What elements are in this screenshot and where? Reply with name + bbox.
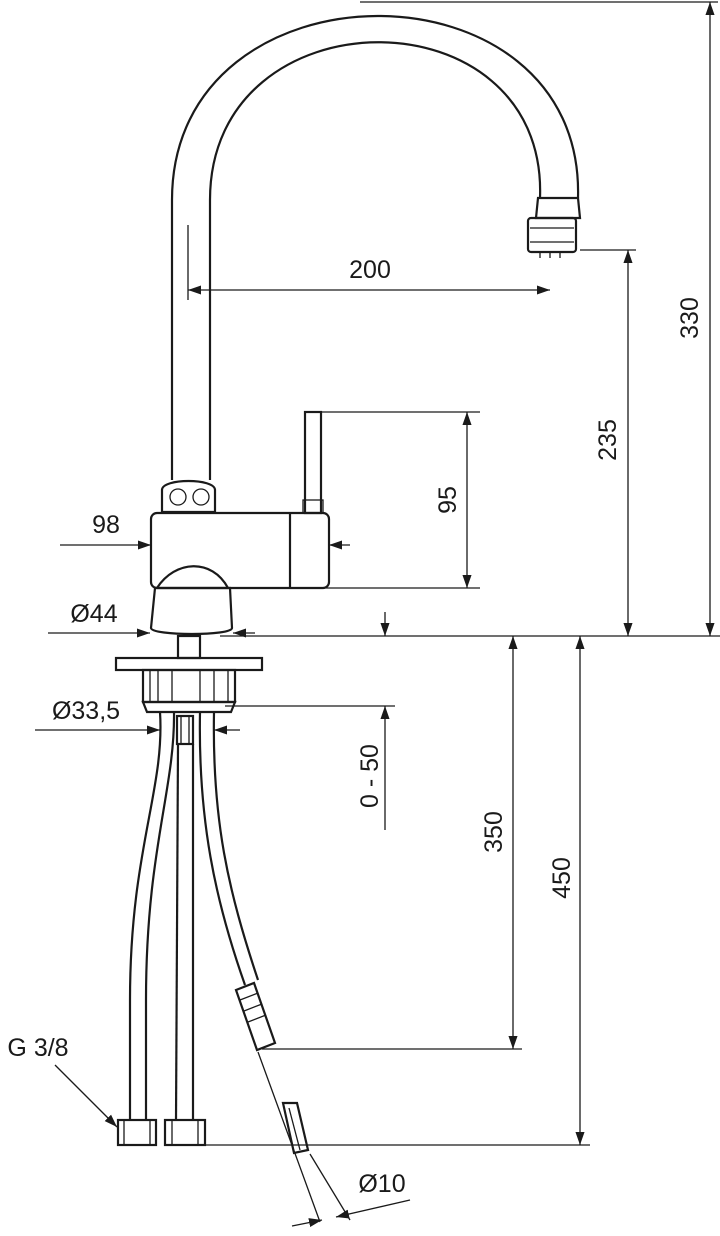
dimension-lines bbox=[35, 1, 720, 1228]
label-body-length: 98 bbox=[92, 511, 120, 539]
spout-arch bbox=[170, 15, 580, 480]
lever-handle bbox=[303, 410, 323, 515]
label-base-diameter: Ø44 bbox=[70, 600, 117, 628]
hose-nut-middle bbox=[163, 1118, 207, 1147]
base-body bbox=[149, 586, 234, 636]
label-hose-thread: G 3/8 bbox=[7, 1034, 68, 1062]
hose-middle bbox=[174, 743, 180, 1121]
label-spout-reach: 200 bbox=[349, 256, 391, 284]
spout-arch-inner bbox=[208, 41, 542, 480]
mounting-nut bbox=[141, 668, 237, 704]
label-spout-height: 235 bbox=[594, 419, 622, 461]
hose-left bbox=[128, 711, 162, 1120]
label-deck-thickness: 0 - 50 bbox=[356, 744, 384, 808]
aerator bbox=[534, 196, 582, 220]
base-dome bbox=[156, 565, 229, 589]
faucet-outline bbox=[114, 15, 582, 746]
dimension-labels: 200 330 235 95 98 Ø44 Ø33,5 0 - 50 350 4… bbox=[7, 256, 704, 1198]
mounting-plate bbox=[114, 656, 264, 672]
label-lever-height: 95 bbox=[434, 486, 462, 514]
label-hose-diameter: Ø10 bbox=[358, 1170, 405, 1198]
swivel-nut bbox=[160, 480, 217, 514]
hose-nut-left bbox=[116, 1118, 158, 1147]
supply-hoses bbox=[116, 711, 310, 1155]
hose-end bbox=[281, 1101, 310, 1155]
label-hose-length-inner: 350 bbox=[480, 811, 508, 853]
aerator-nozzle bbox=[526, 216, 578, 254]
label-hose-length-outer: 450 bbox=[548, 857, 576, 899]
label-total-height: 330 bbox=[676, 297, 704, 339]
label-shank-diameter: Ø33,5 bbox=[52, 697, 120, 725]
body-cylinder bbox=[149, 511, 331, 590]
hose-right bbox=[198, 711, 247, 986]
